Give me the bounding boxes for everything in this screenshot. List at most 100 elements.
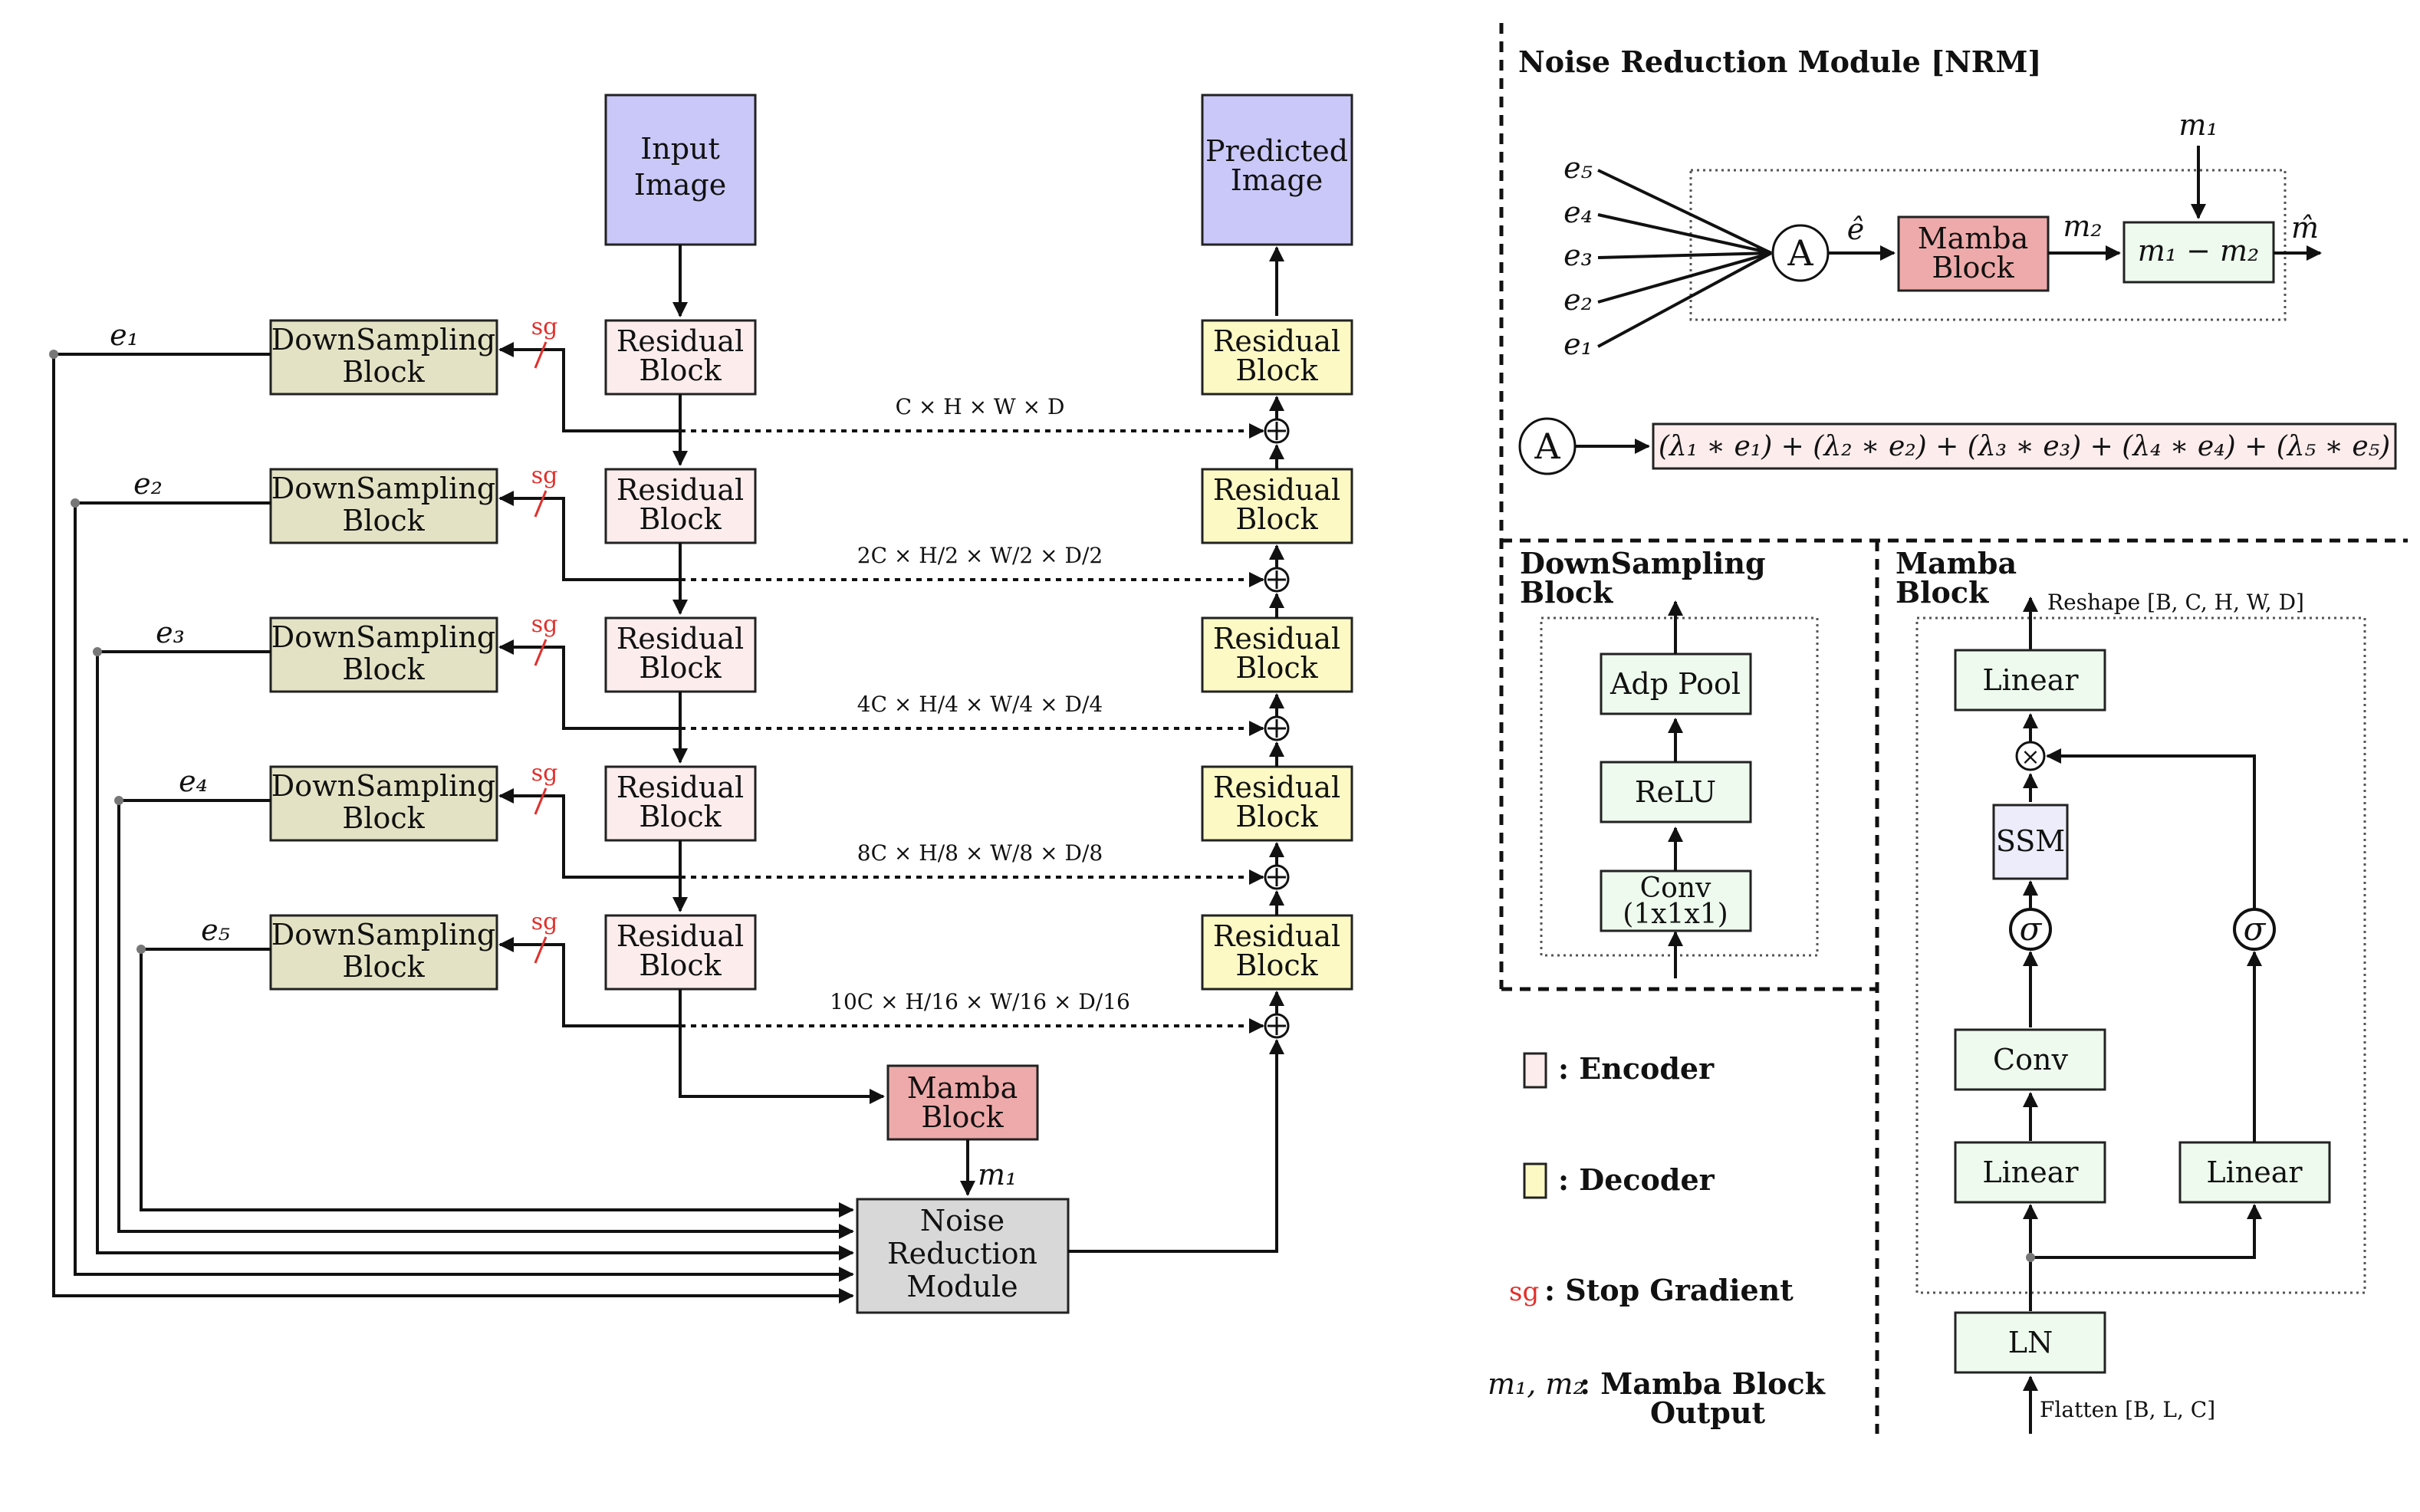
arrow-ln-to-linear-right [2030,1204,2262,1259]
nrm-m2-label: m₂ [2063,209,2102,243]
dim-label-4: 8C × H/8 × W/8 × D/8 [857,840,1103,866]
decoder-2-line1: Residual [1213,473,1340,507]
plus-node-5 [1264,1013,1290,1039]
e2-path [74,501,854,1282]
mamba-flatten-label: Flatten [B, L, C] [2040,1397,2215,1422]
formula-a-symbol: A [1534,426,1560,467]
nrm-input-e2: e₂ [1563,283,1593,317]
decoder-3-line2: Block [1235,651,1318,685]
encoder-5-line1: Residual [617,919,744,953]
legend-sg: sg [1509,1277,1539,1307]
mamba-linear-top-label: Linear [1982,663,2079,697]
dim-label-3: 4C × H/4 × W/4 × D/4 [857,692,1103,717]
ds-4-line1: DownSampling [271,769,496,803]
encoder-residual-block-3: Residual Block [604,616,757,693]
nrm-e5-line [1597,169,1772,255]
ds-conv-line1: Conv [1640,873,1711,904]
mamba-detail-panel: Mamba Block Reshape [B, C, H, W, D] Line… [1896,546,2366,1434]
noise-reduction-module-box: Noise Reduction Module [856,1198,1070,1314]
legend-encoder-swatch [1523,1052,1547,1089]
e4-label: e₄ [179,764,208,798]
e1-path [52,353,854,1303]
nrm-mamba-line1: Mamba [1918,222,2029,255]
e3-label: e₃ [156,616,185,649]
main-architecture: Input Image Predicted Image Residual Blo… [49,94,1353,1314]
nrm-formula-box: (λ₁ ∗ e₁) + (λ₂ ∗ e₂) + (λ₃ ∗ e₃) + (λ₄ … [1652,422,2397,470]
encoder-residual-block-4: Residual Block [604,765,757,842]
dim-label-1: C × H × W × D [896,394,1065,419]
ds-detail-relu-box: ReLU [1600,761,1752,823]
sg-label-3: sg [531,611,558,638]
plus-node-2 [1264,567,1290,593]
bottleneck-mamba-block: Mamba Block [886,1064,1039,1141]
mamba-detail-bg [1915,616,2366,1294]
mamba-conv-label: Conv [1993,1043,2068,1076]
nrm-mamba-line2: Block [1932,251,2014,284]
decoder-residual-block-1: Residual Block [1201,319,1353,396]
downsampling-block-3: DownSampling Block [269,616,498,693]
sg-slash-3 [534,639,547,666]
downsampling-block-5: DownSampling Block [269,914,498,991]
decoder-5-line2: Block [1235,948,1318,982]
decoder-4-line1: Residual [1213,771,1340,804]
sg-branch-4 [498,788,680,879]
legend-encoder-label: : Encoder [1558,1051,1715,1086]
legend: : Encoder : Decoder sg : Stop Gradient m… [1488,1051,1826,1430]
input-image-box: Input Image [604,94,757,246]
decoder-3-line1: Residual [1213,622,1340,656]
nrm-box-line2: Reduction [887,1237,1037,1270]
decoder-residual-block-5: Residual Block [1201,914,1353,991]
nrm-mamba-block: Mamba Block [1897,215,2050,292]
ds-conv-line2: (1x1x1) [1623,899,1728,930]
nrm-subtract-box: m₁ − m₂ [2122,221,2275,284]
mamba-linear-top: Linear [1954,649,2106,712]
sg-label-1: sg [531,314,558,340]
decoder-5-line1: Residual [1213,919,1340,953]
nrm-e4-line [1597,213,1772,255]
encoder-1-line2: Block [639,353,722,387]
decoder-1-line1: Residual [1213,324,1340,358]
ds-1-line1: DownSampling [271,323,496,357]
dim-label-5: 10C × H/16 × W/16 × D/16 [830,989,1130,1014]
sg-slash-4 [534,787,547,815]
nrm-merge-arrowhead [1756,245,1771,255]
e1-label: e₁ [110,318,139,352]
input-image-line1: Input [640,132,720,166]
plus-node-1 [1264,418,1290,444]
legend-decoder-label: : Decoder [1558,1162,1715,1197]
nrm-a-node: A [1771,224,1830,282]
predicted-image-line1: Predicted [1205,134,1348,168]
e1-dot [49,350,58,359]
e3-dot [93,647,102,656]
ds-1-line2: Block [342,355,425,389]
sg-slash-5 [534,936,547,964]
legend-m-label: m₁, m₂ [1488,1367,1585,1401]
ds-relu: ReLU [1635,775,1716,809]
mamba-linear-right: Linear [2178,1141,2331,1204]
mamba-sigma-left-label: σ [2020,910,2043,948]
mamba-detail-title-line2: Block [1896,575,1989,610]
encoder-residual-block-1: Residual Block [604,319,757,396]
nrm-e-hat: ê [1847,212,1865,246]
e2-label: e₂ [133,467,163,501]
decoder-4-line2: Block [1235,800,1318,833]
ds-2-line1: DownSampling [271,472,496,505]
mamba-ssm-label: SSM [1996,824,2065,858]
arrow-sigma-right-to-times [2046,748,2256,909]
mamba-split-dot [2026,1253,2035,1262]
e5-dot [136,945,146,954]
mamba-ln-box: LN [1954,1311,2106,1374]
mamba-sigma-right-label: σ [2244,910,2267,948]
input-image-line2: Image [634,168,727,202]
legend-mamba-output-line1: : Mamba Block [1580,1366,1826,1401]
encoder-1-line1: Residual [617,324,744,358]
encoder-3-line1: Residual [617,622,744,656]
decoder-residual-block-2: Residual Block [1201,468,1353,544]
legend-decoder: : Decoder [1523,1162,1715,1199]
plus-node-4 [1264,864,1290,890]
mamba-ssm-box: SSM [1992,804,2069,880]
downsampling-block-4: DownSampling Block [269,765,498,842]
mamba-conv-box: Conv [1954,1028,2106,1091]
ds-4-line2: Block [342,801,425,835]
